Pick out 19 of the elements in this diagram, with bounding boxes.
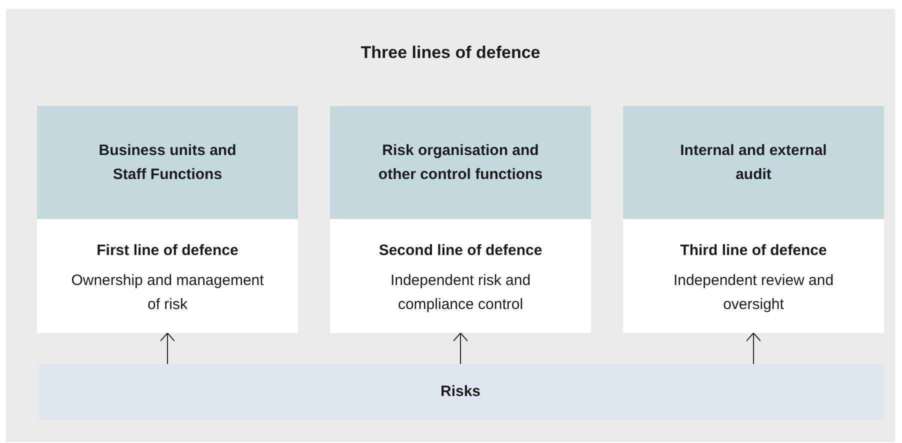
arrow <box>453 332 468 364</box>
line-description: Independent review and oversight <box>672 271 835 315</box>
box-heading: Internal and external audit <box>679 140 828 184</box>
line-description: Ownership and management of risk <box>70 271 265 315</box>
line-heading: Third line of defence <box>680 241 827 261</box>
unit-header-box <box>37 106 298 219</box>
line-description: Independent risk and compliance control <box>389 271 532 315</box>
box-heading: Risk organisation and other control functions <box>377 140 544 184</box>
unit-header-box <box>330 106 591 219</box>
box-heading: Business units and Staff Functions <box>98 140 238 184</box>
arrow <box>746 332 761 364</box>
arrow <box>160 332 175 364</box>
panel-heading: Three lines of defence <box>360 43 542 63</box>
box-heading: Risks <box>440 382 481 402</box>
risks-bar <box>37 364 884 420</box>
line-heading: First line of defence <box>96 241 238 261</box>
diagram-panel <box>6 9 895 442</box>
unit-header-box <box>623 106 884 219</box>
line-heading: Second line of defence <box>378 241 542 261</box>
